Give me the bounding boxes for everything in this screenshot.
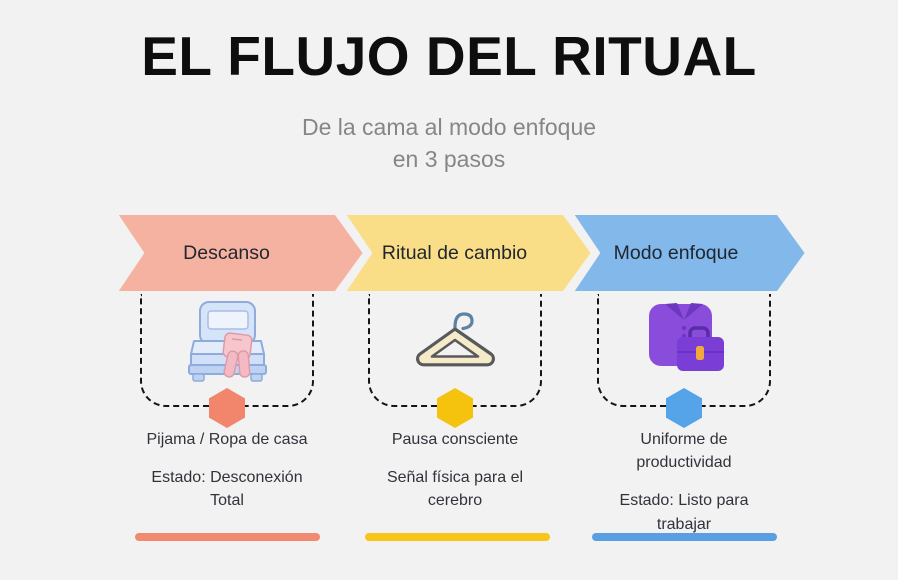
arrow-shape-enfoque	[569, 211, 809, 295]
page-title: EL FLUJO DEL RITUAL	[141, 25, 757, 87]
step-2-line-2: Señal física para el cerebro	[386, 469, 524, 510]
pajamas-icon	[222, 332, 253, 378]
arrow-shape-descanso	[113, 211, 367, 295]
step-1-text: Pijama / Ropa de casa Estado: Desconexió…	[117, 428, 337, 513]
step-3-line-1: Uniforme de productividad	[636, 431, 732, 472]
briefcase-icon	[677, 326, 724, 371]
step-1-line-1: Pijama / Ropa de casa	[146, 431, 308, 448]
step-2-arrow-label: Ritual de cambio	[381, 241, 528, 264]
step-3-underline-bar	[592, 533, 777, 541]
subtitle-line-1: De la cama al modo enfoque	[301, 114, 597, 140]
arrow-shape-ritual	[341, 211, 595, 295]
step-2-text: Pausa consciente Señal física para el ce…	[345, 428, 565, 513]
flow-arrows	[113, 211, 809, 295]
step-1-line-2: Estado: Desconexión Total	[151, 469, 303, 510]
step-1-underline-bar	[135, 533, 320, 541]
bed-with-pajamas-icon	[188, 301, 267, 382]
step-3-arrow-label: Modo enfoque	[613, 241, 739, 264]
page-subtitle: De la cama al modo enfoque en 3 pasos	[0, 112, 898, 175]
step-2-underline-bar	[365, 533, 550, 541]
shirt-and-briefcase-icon	[649, 303, 724, 371]
step-3-text: Uniforme de productividad Estado: Listo …	[574, 428, 794, 536]
step-3-line-2: Estado: Listo para trabajar	[619, 492, 749, 533]
clothes-hanger-icon	[416, 312, 495, 367]
step-2-line-1: Pausa consciente	[391, 431, 519, 448]
subtitle-line-2: en 3 pasos	[392, 145, 506, 172]
step-1-arrow-label: Descanso	[183, 241, 270, 264]
